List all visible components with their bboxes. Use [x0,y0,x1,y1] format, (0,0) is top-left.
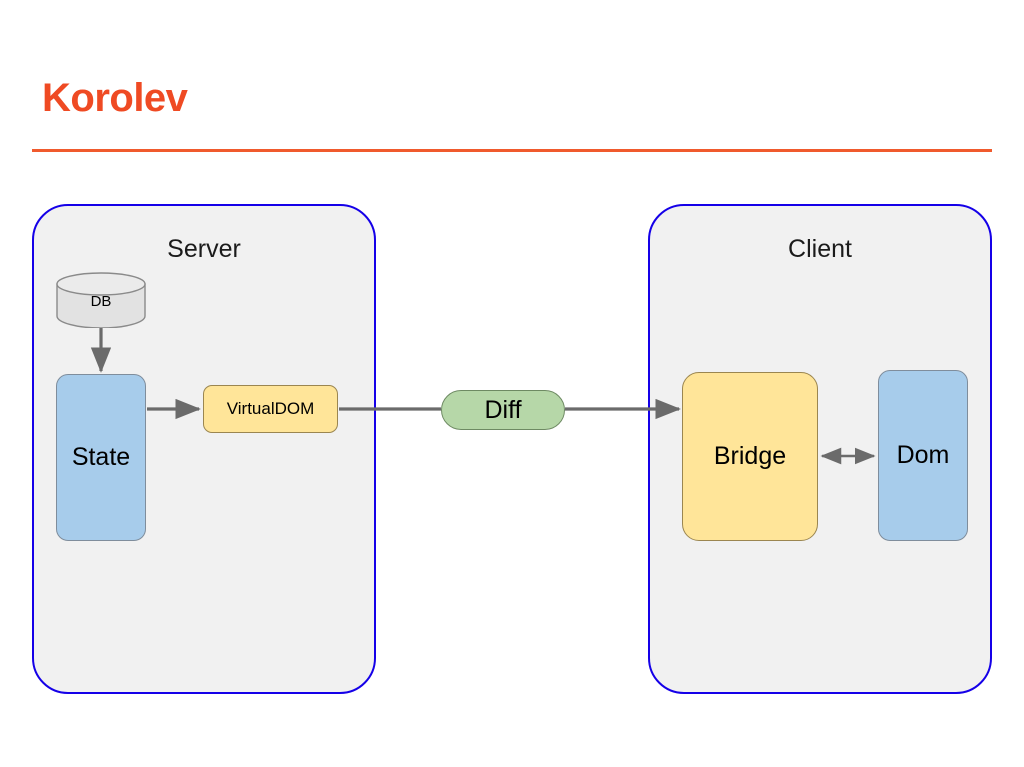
page-title: Korolev [42,76,188,120]
cylinder-icon [56,272,146,328]
node-bridge-label: Bridge [713,442,787,470]
node-db-label: DB [90,293,112,310]
node-diff-label: Diff [484,395,522,424]
node-virtualdom-label: VirtualDOM [226,399,315,418]
node-bridge[interactable]: Bridge [682,372,818,541]
node-dom[interactable]: Dom [878,370,968,541]
title-divider [32,149,992,152]
node-virtualdom[interactable]: VirtualDOM [203,385,338,433]
node-state[interactable]: State [56,374,146,541]
node-dom-label: Dom [896,441,950,469]
region-client-label: Client [788,235,852,263]
node-state-label: State [71,443,131,471]
region-server-label: Server [167,235,241,263]
node-diff[interactable]: Diff [441,390,565,430]
node-db[interactable]: DB [56,272,146,328]
